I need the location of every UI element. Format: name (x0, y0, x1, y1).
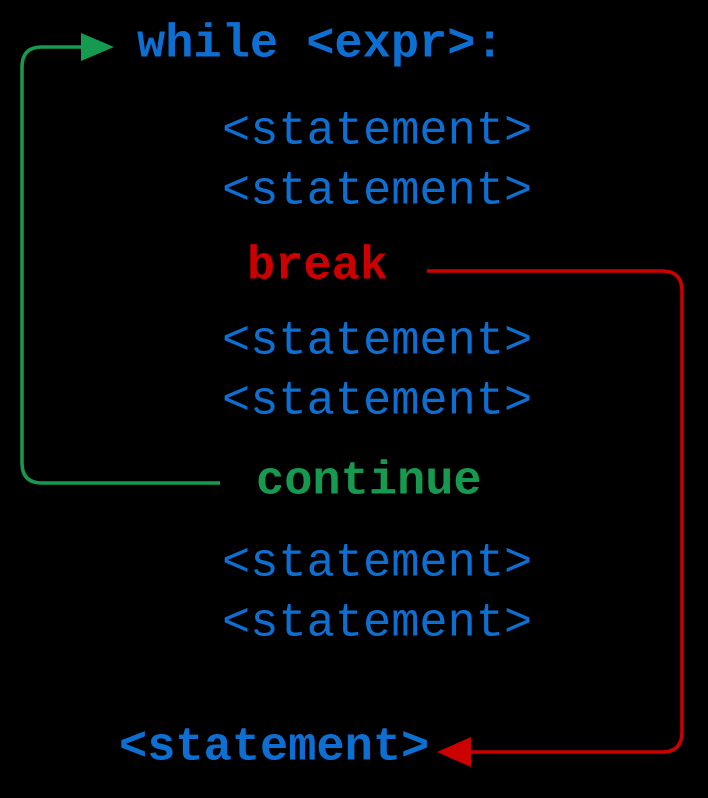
loop-body-statement: <statement> (222, 165, 533, 219)
break-keyword: break (247, 240, 389, 294)
break-arrowhead (437, 737, 471, 767)
after-loop-statement: <statement> (119, 721, 430, 775)
while-header-line: while <expr>: (137, 18, 504, 72)
loop-back-arrow-icon (20, 33, 220, 485)
loop-body-statement: <statement> (222, 105, 533, 159)
loop-exit-arrow-icon (427, 269, 684, 767)
loop-body-statement: <statement> (222, 315, 533, 369)
break-arrow-path (427, 269, 684, 754)
loop-body-statement: <statement> (222, 597, 533, 651)
continue-keyword: continue (256, 455, 482, 509)
continue-arrow-path (20, 45, 220, 485)
loop-body-statement: <statement> (222, 375, 533, 429)
loop-body-statement: <statement> (222, 537, 533, 591)
continue-arrowhead (81, 33, 114, 61)
